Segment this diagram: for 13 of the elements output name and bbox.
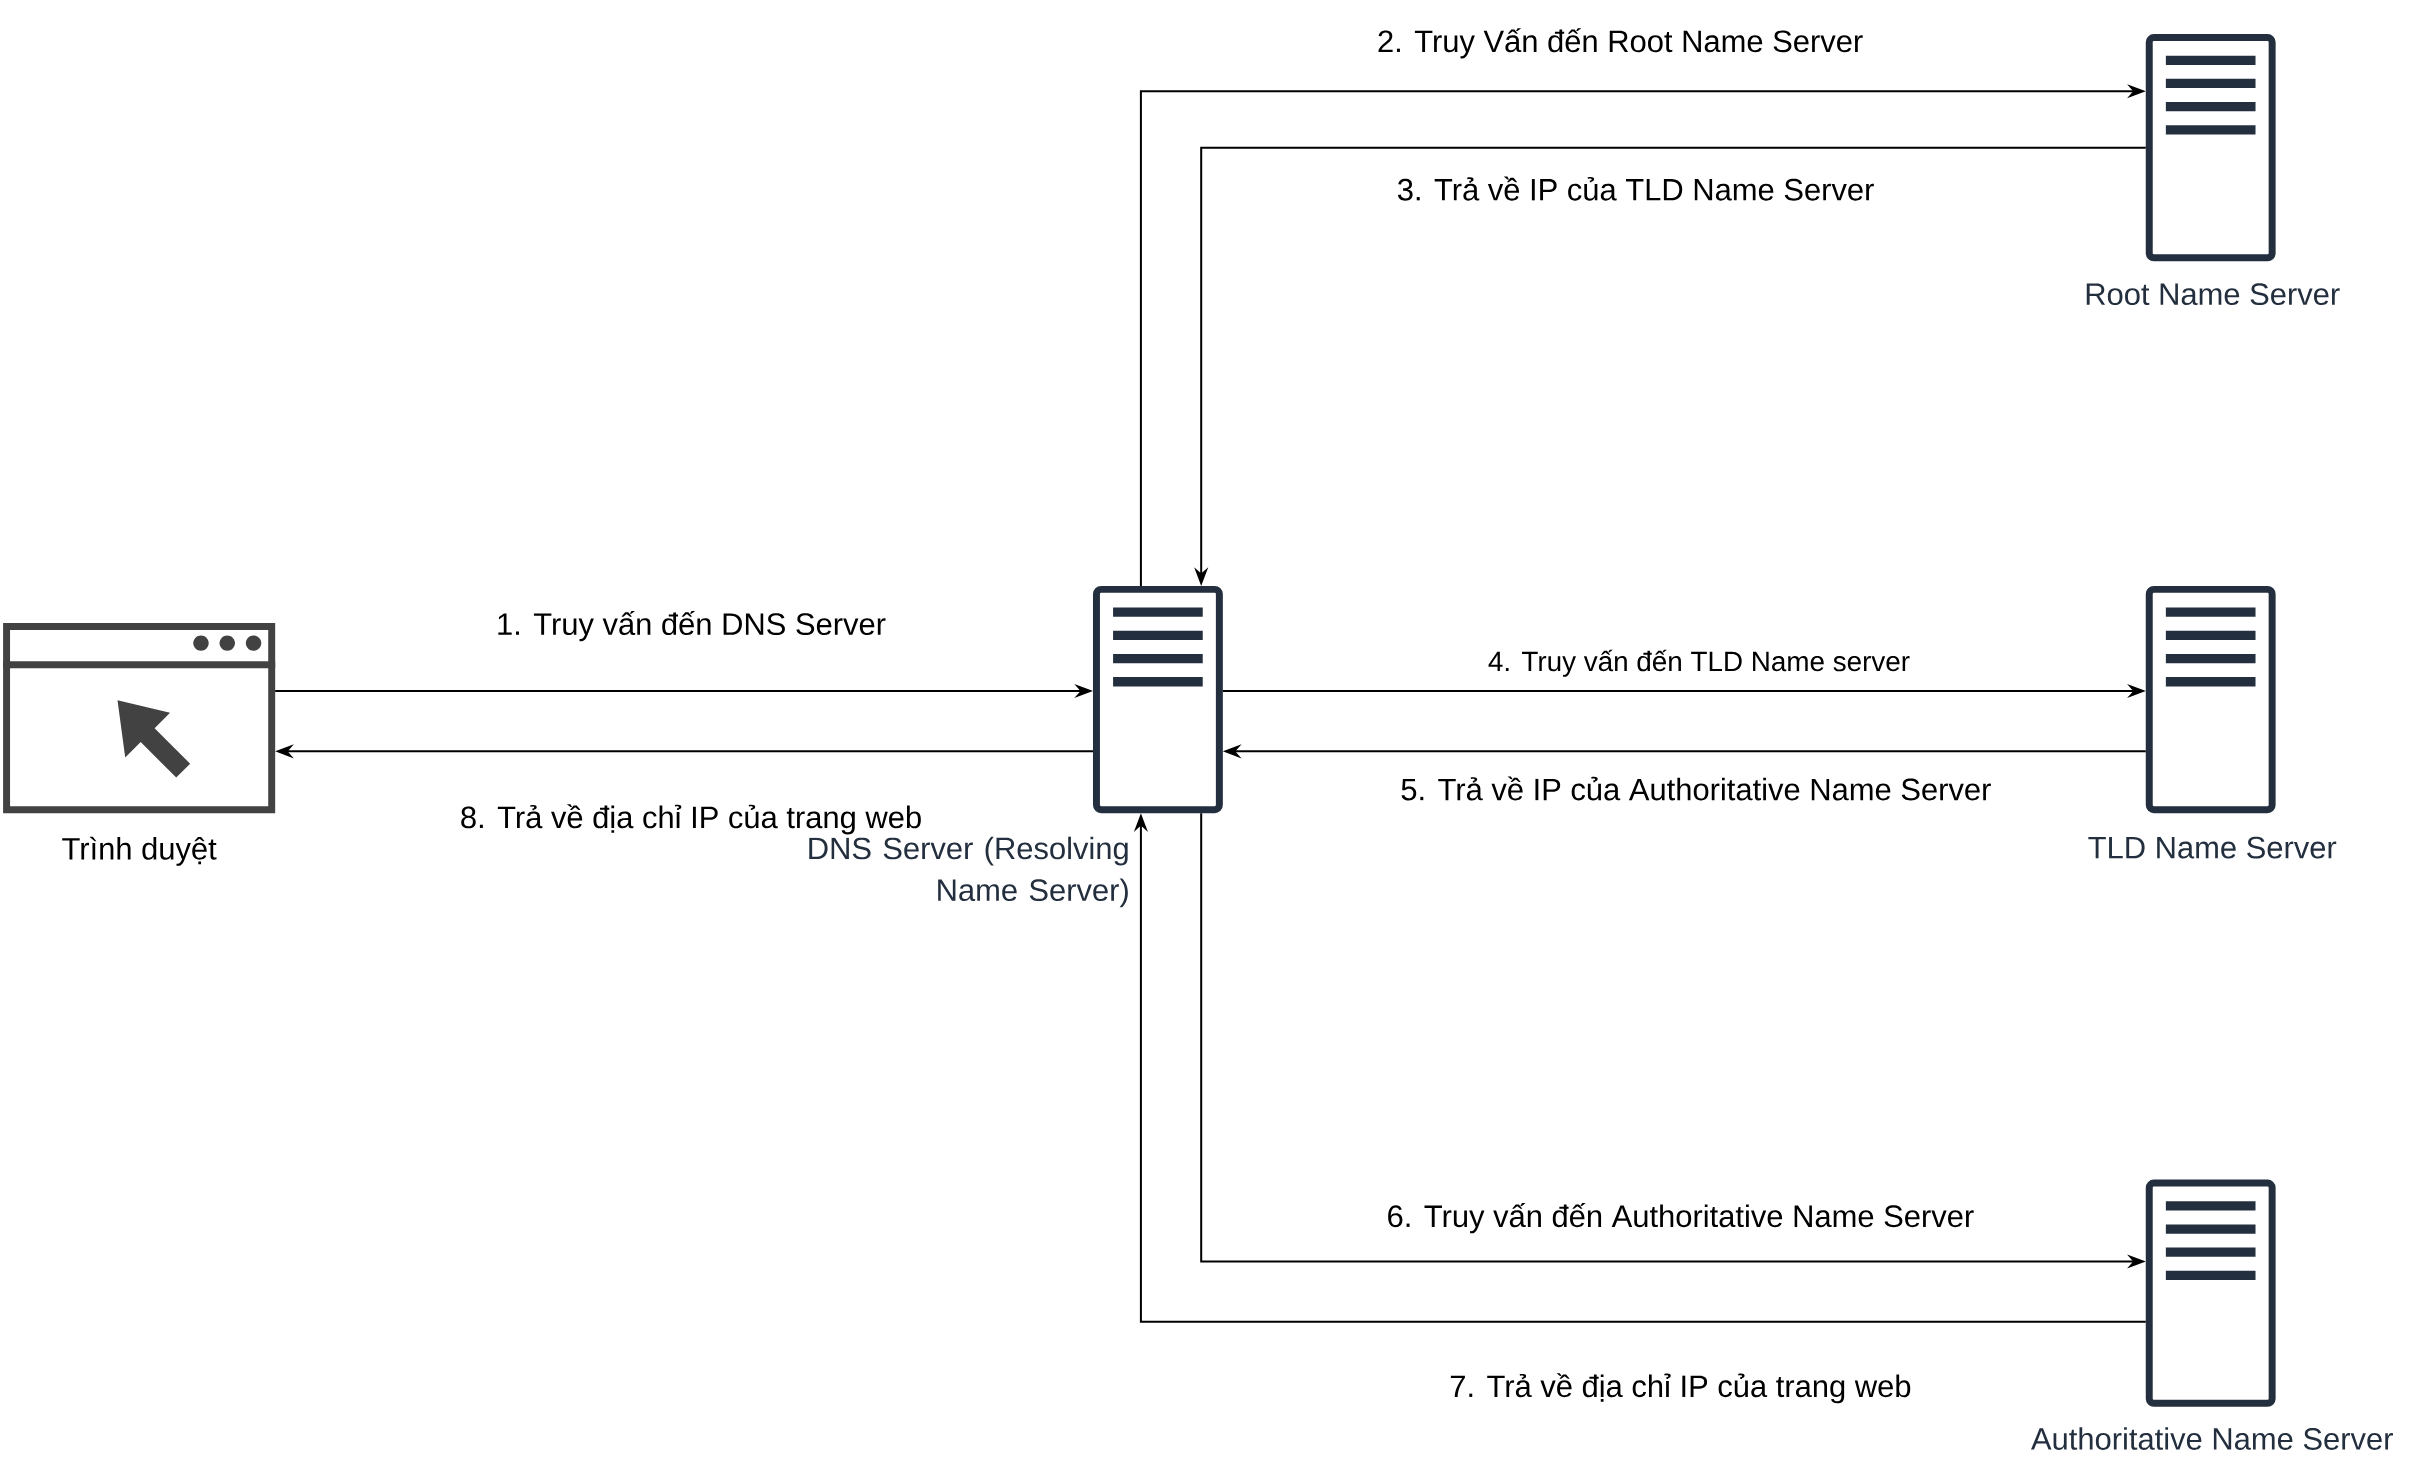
node-label: Authoritative Name Server — [2031, 1427, 2393, 1450]
node-label: TLD Name Server — [2088, 836, 2337, 859]
edge-label: 5. Trả về IP của Authoritative Name Server — [1397, 773, 1995, 804]
edge-label: 6. Truy vấn đến Authoritative Name Server — [1383, 1199, 1978, 1237]
edge-label: 1. Truy vấn đến DNS Server — [492, 607, 890, 645]
edge-label: 4. Truy vấn đến TLD Name server — [1484, 646, 1914, 680]
edge-label: 7. Trả về địa chỉ IP của trang web — [1446, 1370, 1915, 1407]
edge-label: 8. Trả về địa chỉ IP của trang web — [456, 801, 926, 838]
node-label: DNS Server (Resolving Name Server) — [809, 836, 1128, 908]
edge-label: 2. Truy Vấn đến Root Name Server — [1373, 25, 1867, 62]
node-label: Root Name Server — [2086, 283, 2340, 305]
node-label: Trình duyệt — [62, 836, 217, 866]
edge-label: 3. Trả về IP của TLD Name Server — [1393, 173, 1878, 204]
